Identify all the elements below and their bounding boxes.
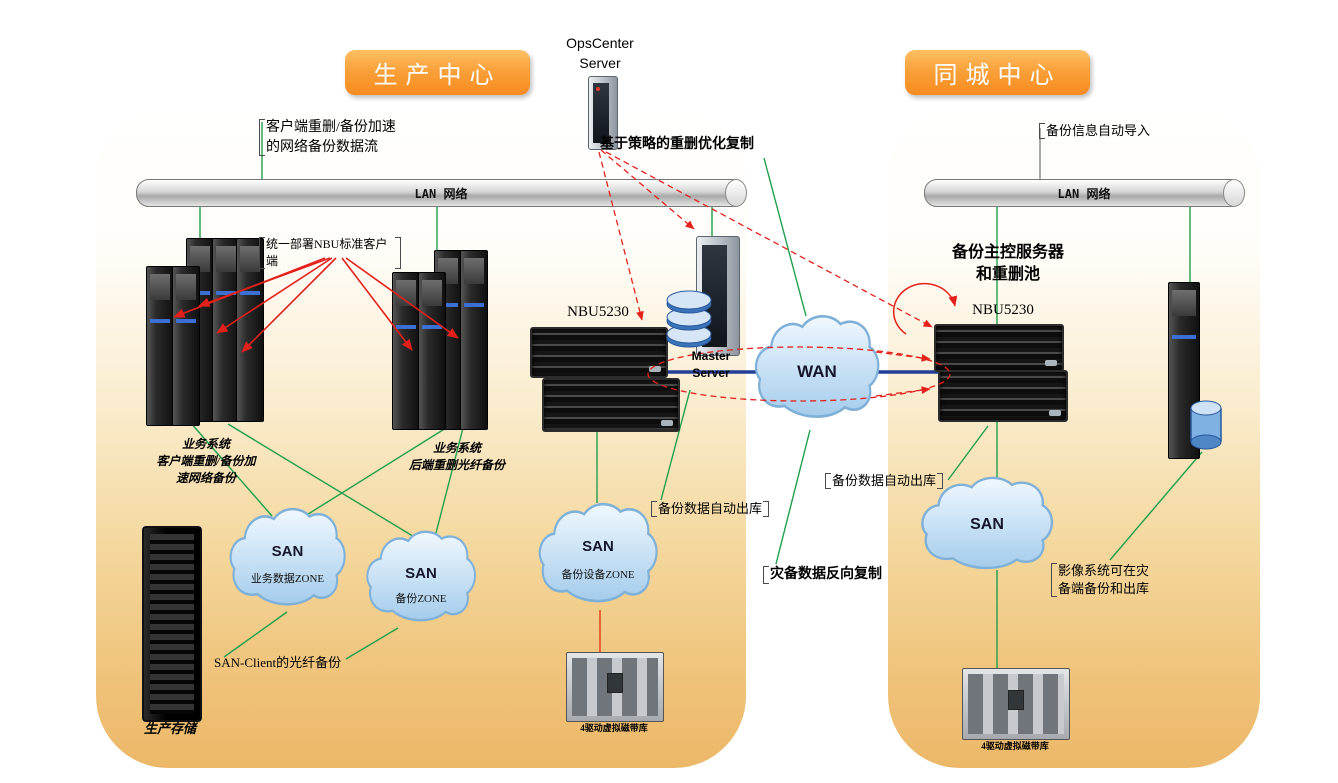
- reverse-replication-label: 灾备数据反向复制: [763, 565, 882, 585]
- nbu5230-right-label: NBU5230: [972, 302, 1034, 318]
- tape-left-label: 4驱动虚拟磁带库: [580, 723, 648, 733]
- client-dedup-flow-label: 客户端重删/备份加速 的网络备份数据流: [259, 118, 438, 157]
- cloud-subtitle: 备份ZONE: [395, 593, 447, 606]
- backup-master-server-label: 备份主控服务器 和重删池: [951, 244, 1064, 284]
- tape-library-icon: [566, 652, 664, 722]
- lan-pipe-left: LAN 网络: [136, 179, 747, 207]
- nbu5230-appliance: [542, 378, 680, 432]
- banner-label: 生产中心: [373, 62, 502, 89]
- cloud-subtitle: 备份设备ZONE: [561, 569, 635, 582]
- backup-info-import-label: 备份信息自动导入: [1038, 122, 1150, 140]
- cloud-shape: [366, 530, 476, 622]
- tape-library-icon: [962, 668, 1070, 740]
- cloud-title: WAN: [797, 361, 837, 381]
- city-center-banner: 同城中心: [905, 50, 1090, 95]
- cloud-shape: [538, 502, 658, 603]
- cloud-title: SAN: [970, 516, 1004, 534]
- nbu5230-appliance: [934, 324, 1064, 372]
- biz-system-left-label: 业务系统 客户端重删/备份加 速网络备份: [156, 437, 256, 485]
- storage-rack-icon: [142, 526, 202, 722]
- san-cloud-backup-device-zone: SAN 备份设备ZONE: [534, 500, 662, 614]
- san-client-fiber-label: SAN-Client的光纤备份: [214, 655, 342, 670]
- production-center-banner: 生产中心: [345, 50, 530, 95]
- opscenter-server-icon: [588, 76, 618, 150]
- cloud-shape: [229, 507, 346, 606]
- san-cloud-business-zone: SAN 业务数据ZONE: [225, 505, 350, 617]
- nbu-client-deploy-label: 统一部署NBU标准客户端: [259, 236, 401, 270]
- wan-cloud: WAN: [750, 312, 884, 430]
- policy-dedup-replication-label: 基于策略的重删优化复制: [600, 137, 754, 152]
- server-tower: [460, 250, 488, 430]
- master-server-label: Master Server: [691, 349, 731, 380]
- auto-export-right-label: 备份数据自动出库: [824, 472, 944, 490]
- disk-stack-icon: [666, 290, 712, 348]
- cloud-title: SAN: [582, 537, 614, 555]
- cloud-subtitle: 业务数据ZONE: [250, 572, 325, 585]
- lan-label-left: LAN 网络: [414, 186, 468, 201]
- lan-label-right: LAN 网络: [1057, 186, 1111, 201]
- nbu5230-appliance: [530, 327, 668, 378]
- cloud-title: SAN: [405, 565, 437, 583]
- image-system-label: 影像系统可在灾 备端备份和出库: [1051, 562, 1176, 598]
- san-cloud-backup-zone: SAN 备份ZONE: [362, 528, 480, 632]
- prod-storage-label: 生产存储: [143, 721, 196, 736]
- server-tower: [146, 266, 174, 426]
- opscenter-server-label: OpsCenter Server: [566, 35, 634, 71]
- server-tower: [392, 272, 420, 430]
- cloud-title: SAN: [271, 543, 304, 561]
- banner-label: 同城中心: [933, 62, 1062, 89]
- tape-right-label: 4驱动虚拟磁带库: [981, 741, 1049, 751]
- biz-system-mid-label: 业务系统 后端重删光纤备份: [408, 441, 505, 472]
- nbu5230-left-label: NBU5230: [567, 304, 629, 320]
- auto-export-left-label: 备份数据自动出库: [650, 500, 770, 518]
- server-tower: [418, 272, 446, 430]
- nbu5230-appliance: [938, 370, 1068, 422]
- san-cloud-right: SAN: [916, 474, 1058, 580]
- server-tower: [172, 266, 200, 426]
- lan-pipe-right: LAN 网络: [924, 179, 1245, 207]
- cloud-shape: [921, 476, 1054, 570]
- disk-cylinder-icon: [1190, 400, 1222, 450]
